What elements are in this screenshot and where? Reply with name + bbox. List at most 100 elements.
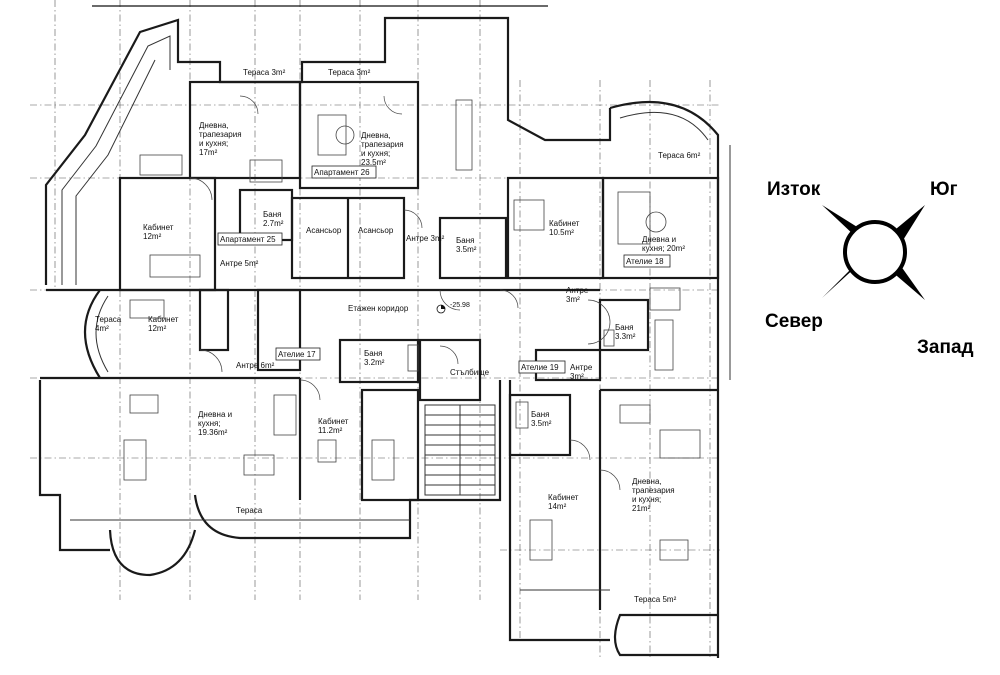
- room-label-line: Антре 3m²: [406, 234, 445, 243]
- compass-west: Запад: [917, 337, 974, 358]
- room-label-terrace-6: Тераса 6m²: [658, 151, 701, 160]
- room-label-line: Дневна и: [642, 235, 676, 244]
- room-label-line: 3m²: [566, 295, 580, 304]
- room-label-line: трапезария: [632, 486, 675, 495]
- room-label-line: кухня;: [198, 419, 221, 428]
- floor-corridor: Етажен коридор -25.98: [348, 302, 470, 314]
- compass-east: Изток: [767, 179, 821, 200]
- room-label-line: 11.2m²: [318, 426, 343, 435]
- room-label-line: трапезария: [361, 140, 404, 149]
- room-label-line: Баня: [263, 210, 281, 219]
- room-label-line: Кабинет: [148, 315, 179, 324]
- room-label-terrace-top-left: Тераса 3m²: [243, 68, 286, 77]
- unit-label-atelier-19: Ателие 19: [521, 363, 559, 372]
- room-label-line: 21m²: [632, 504, 651, 513]
- room-label-hall-3-top: Антре 3m²: [406, 234, 445, 243]
- room-label-line: 10.5m²: [549, 228, 574, 237]
- unit-label-box-atelier-17: [275, 347, 321, 361]
- room-label-line: Кабинет: [318, 417, 349, 426]
- room-label-terrace-5: Тераса 5m²: [634, 595, 677, 604]
- unit-label-atelier-17: Ателие 17: [278, 350, 316, 359]
- room-label-line: Баня: [531, 410, 549, 419]
- corridor-level: -25.98: [450, 302, 470, 309]
- room-label-line: Асансьор: [358, 226, 394, 235]
- unit-label-apartment-26: Апартамент 26: [314, 168, 370, 177]
- furniture: [123, 99, 701, 561]
- room-label-terrace-top-mid: Тераса 3m²: [328, 68, 371, 77]
- unit-label-apartment-25: Апартамент 25: [220, 235, 276, 244]
- unit-labels: Апартамент 26 Апартамент 25 Ателие 18 Атели…: [217, 165, 671, 374]
- room-label-line: Антре: [566, 286, 589, 295]
- room-label-line: Антре 6m²: [236, 361, 275, 370]
- room-label-line: трапезария: [199, 130, 242, 139]
- unit-label-box-atelier-18: [623, 254, 671, 268]
- room-label-line: 2.7m²: [263, 219, 284, 228]
- room-label-line: Баня: [615, 323, 633, 332]
- room-label-line: 3m²: [570, 372, 584, 381]
- room-label-line: Антре 5m²: [220, 259, 259, 268]
- compass: Изток Юг Север Запад: [765, 179, 974, 358]
- door-swings: [189, 95, 621, 491]
- room-label-line: Тераса: [95, 315, 122, 324]
- room-label-line: Стълбище: [450, 368, 490, 377]
- room-label-line: Тераса 6m²: [658, 151, 701, 160]
- room-label-line: Дневна,: [199, 121, 229, 130]
- room-label-line: 14m²: [548, 502, 567, 511]
- room-label-line: Асансьор: [306, 226, 342, 235]
- compass-arrow-north-west: [822, 265, 858, 298]
- unit-label-box-atelier-19: [518, 360, 566, 374]
- room-label-line: 12m²: [143, 232, 162, 241]
- stairs-drawing: [424, 404, 496, 496]
- room-label-line: 3.2m²: [364, 358, 385, 367]
- unit-label-atelier-18: Ателие 18: [626, 257, 664, 266]
- compass-ring: [843, 220, 907, 284]
- room-label-line: Дневна и: [198, 410, 232, 419]
- room-label-line: Дневна,: [632, 477, 662, 486]
- room-label-stairs: Стълбище: [450, 368, 490, 377]
- room-label-hall-6: Антре 6m²: [236, 361, 275, 370]
- room-label-line: Баня: [456, 236, 474, 245]
- room-label-line: Тераса 5m²: [634, 595, 677, 604]
- room-label-line: Тераса 3m²: [243, 68, 286, 77]
- room-label-line: и кухня;: [199, 139, 228, 148]
- room-label-line: кухня; 20m²: [642, 244, 685, 253]
- room-label-line: 19.36m²: [198, 428, 228, 437]
- room-label-line: Кабинет: [143, 223, 174, 232]
- corridor-label: Етажен коридор: [348, 304, 409, 313]
- room-label-line: 17m²: [199, 148, 218, 157]
- room-label-line: Кабинет: [548, 493, 579, 502]
- room-label-line: 3.5m²: [456, 245, 477, 254]
- room-label-line: 12m²: [148, 324, 167, 333]
- room-label-elevator-1: Асансьор: [306, 226, 342, 235]
- room-label-line: Кабинет: [549, 219, 580, 228]
- room-label-line: 23.5m²: [361, 158, 386, 167]
- room-label-hall-5: Антре 5m²: [220, 259, 259, 268]
- room-label-line: Тераса: [236, 506, 263, 515]
- level-marker-fill: [441, 305, 445, 309]
- compass-north: Север: [765, 311, 823, 332]
- room-label-line: и кухня;: [632, 495, 661, 504]
- compass-south: Юг: [930, 179, 958, 200]
- unit-label-box-apartment-26: [311, 165, 377, 179]
- interior-walls: [118, 80, 720, 502]
- room-label-line: Антре: [570, 363, 593, 372]
- room-label-line: Баня: [364, 349, 382, 358]
